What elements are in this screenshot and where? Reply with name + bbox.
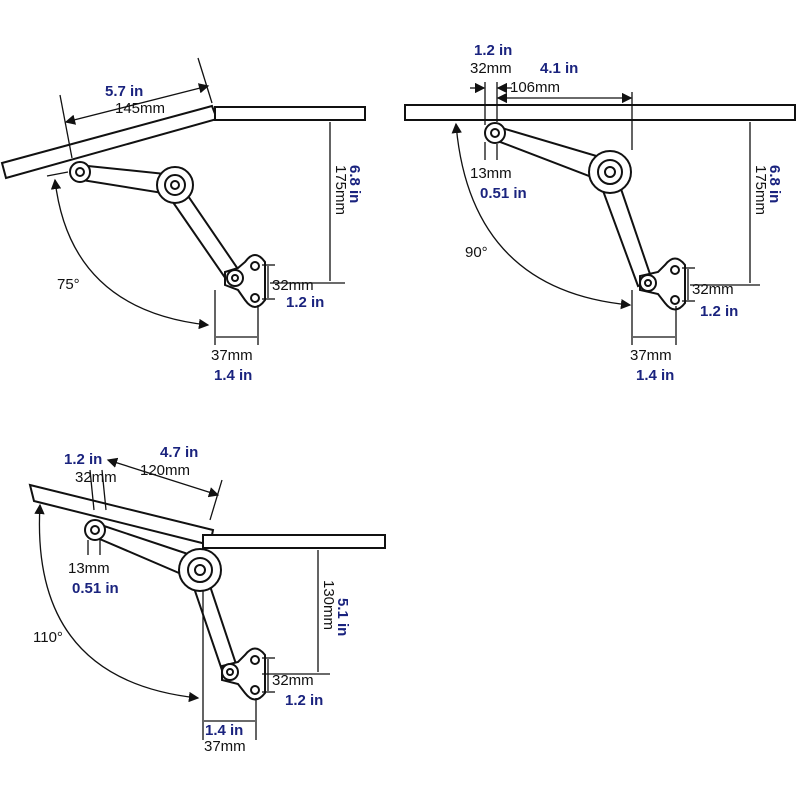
arm-length-mm: 106mm	[510, 79, 560, 96]
bracket-in: 1.2 in	[286, 294, 324, 311]
height-in: 6.8 in	[766, 165, 783, 203]
angle-label: 110°	[33, 629, 63, 646]
diagram-75-degree: 5.7 in 145mm 175mm 6.8 in 75° 32mm 1.2 i…	[0, 57, 366, 384]
pivot-offset-mm: 13mm	[470, 165, 512, 182]
bracket-in: 1.2 in	[285, 692, 323, 709]
arm-length-in: 4.7 in	[160, 444, 198, 461]
arm-length-mm: 120mm	[140, 462, 190, 479]
offset-mm: 37mm	[630, 347, 672, 364]
board	[404, 104, 796, 121]
pivot-spacing-mm: 32mm	[75, 469, 117, 486]
lid-board	[0, 104, 219, 180]
pivot-spacing-in: 1.2 in	[474, 42, 512, 59]
pivot-offset-in: 0.51 in	[480, 185, 527, 202]
lower-arm	[166, 188, 244, 284]
pivot-spacing-mm: 32mm	[470, 60, 512, 77]
bracket-mm: 32mm	[272, 672, 314, 689]
height-in: 6.8 in	[346, 165, 363, 203]
height-mm: 130mm	[320, 580, 337, 630]
lower-arm	[600, 184, 654, 288]
offset-mm: 37mm	[211, 347, 253, 364]
diagram-90-degree: 1.2 in 32mm 4.1 in 106mm 13mm 0.51 in 90…	[404, 42, 796, 384]
fixed-board	[214, 106, 366, 121]
offset-in: 1.4 in	[214, 367, 252, 384]
arm-length-in: 4.1 in	[540, 60, 578, 77]
height-in: 5.1 in	[334, 598, 351, 636]
offset-in: 1.4 in	[636, 367, 674, 384]
lid-length-mm: 145mm	[115, 100, 165, 117]
diagram-110-degree: 1.2 in 32mm 4.7 in 120mm 13mm 0.51 in 11…	[28, 444, 386, 755]
bracket-mm: 32mm	[692, 281, 734, 298]
pivot-offset-mm: 13mm	[68, 560, 110, 577]
pivot-spacing-in: 1.2 in	[64, 451, 102, 468]
fixed-board	[202, 534, 386, 549]
pivot-offset-in: 0.51 in	[72, 580, 119, 597]
height-mm: 175mm	[752, 165, 769, 215]
height-mm: 175mm	[332, 165, 349, 215]
lid-length-in: 5.7 in	[105, 83, 143, 100]
offset-mm: 37mm	[204, 738, 246, 755]
bracket-in: 1.2 in	[700, 303, 738, 320]
bracket-mm: 32mm	[272, 277, 314, 294]
lower-arm	[192, 584, 240, 678]
angle-label: 90°	[465, 244, 488, 261]
angle-label: 75°	[57, 276, 80, 293]
offset-in: 1.4 in	[205, 722, 243, 739]
